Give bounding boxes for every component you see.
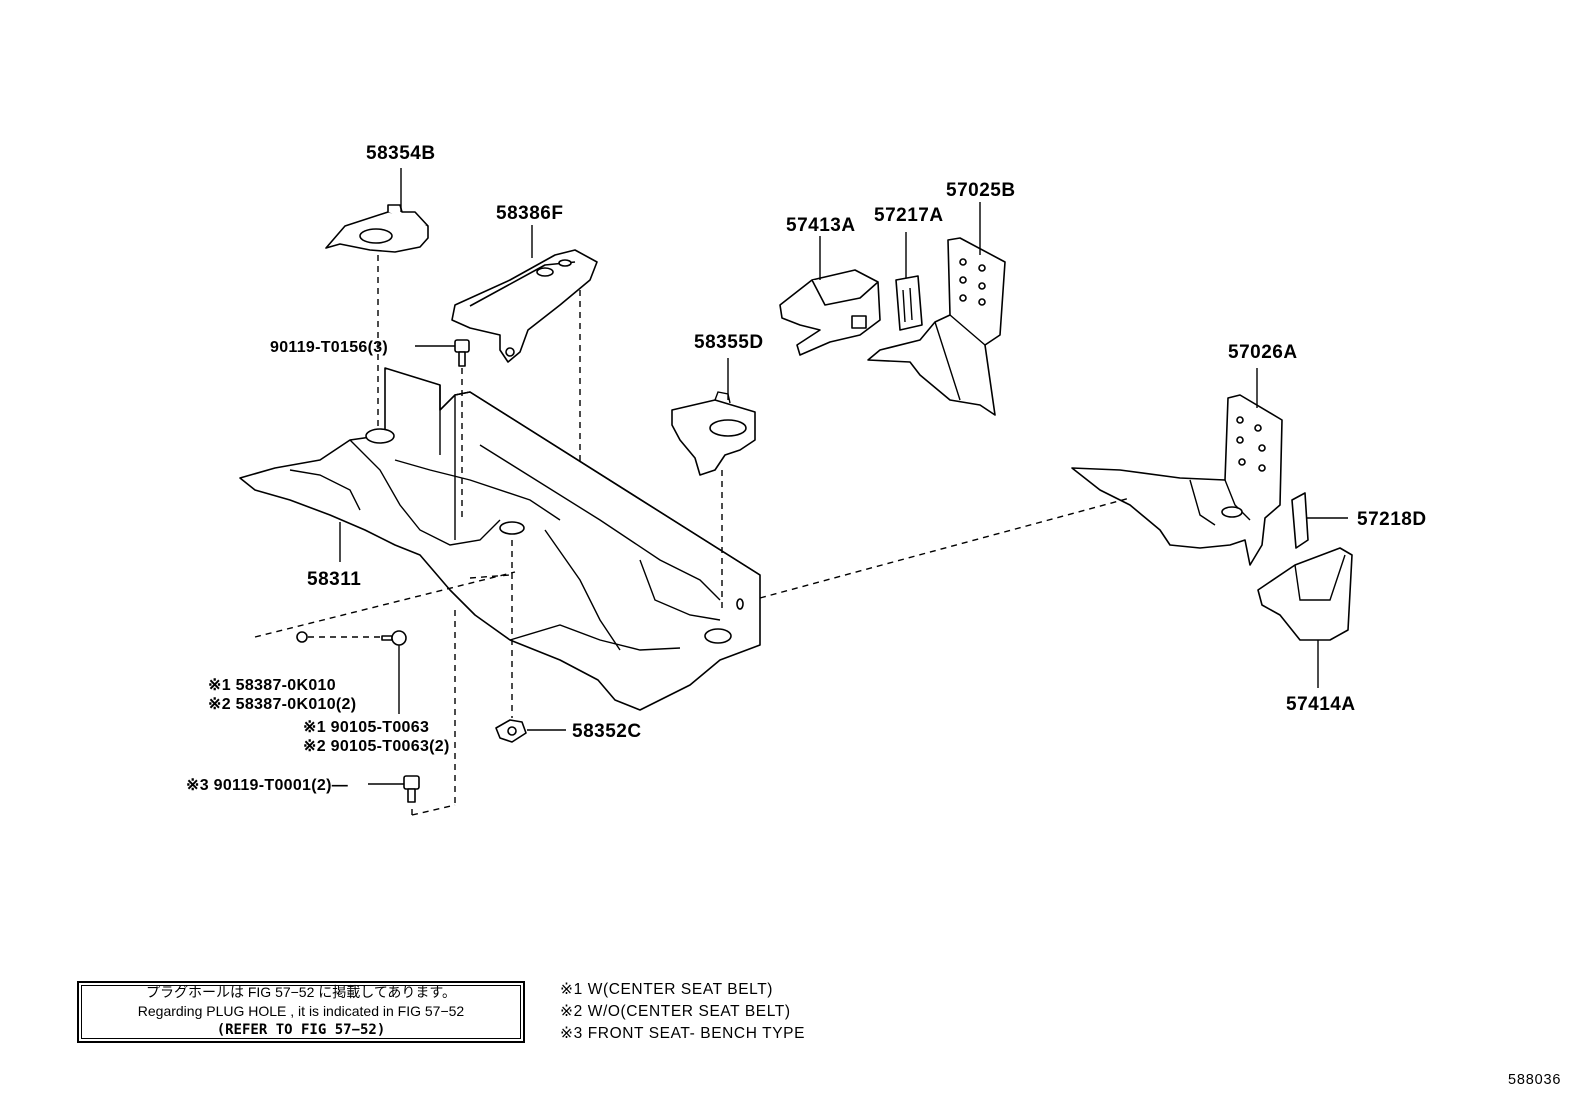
part-58355D-bracket[interactable] — [671, 391, 756, 476]
label-58311: 58311 — [307, 569, 361, 590]
label-58386F: 58386F — [496, 203, 563, 224]
label-90105-T0063-1: ※1 90105-T0063 — [303, 719, 429, 736]
part-57217A-plate[interactable] — [895, 275, 923, 331]
dashed-connectors — [254, 255, 1131, 816]
part-57218D-plate[interactable] — [1291, 492, 1309, 549]
note-line-english: Regarding PLUG HOLE , it is indicated in… — [137, 1003, 465, 1019]
label-90119-T0001: ※3 90119-T0001(2)— — [186, 777, 348, 794]
label-58352C: 58352C — [572, 721, 642, 742]
part-57414A-bracket[interactable] — [1257, 547, 1353, 641]
label-57025B: 57025B — [946, 180, 1016, 201]
plug-hole-note: プラグホールは FIG 57−52 に掲載してあります。 Regarding P… — [77, 981, 525, 1043]
part-57025B-bracket[interactable] — [867, 237, 1006, 416]
label-57026A: 57026A — [1228, 342, 1298, 363]
label-57414A: 57414A — [1286, 694, 1356, 715]
legend-item-1: ※1 W(CENTER SEAT BELT) — [560, 981, 774, 998]
label-58387-0K010-2: ※2 58387-0K010(2) — [208, 696, 356, 713]
bolt-90119-T0001-icon[interactable] — [403, 775, 420, 803]
screw-90105-T0063-icon[interactable] — [381, 630, 407, 646]
legend-item-2: ※2 W/O(CENTER SEAT BELT) — [560, 1003, 791, 1020]
footnote-legend: ※1 W(CENTER SEAT BELT) ※2 W/O(CENTER SEA… — [560, 979, 805, 1045]
part-58352C-plug[interactable] — [495, 719, 527, 743]
leader-lines — [339, 168, 1348, 785]
label-57217A: 57217A — [874, 205, 944, 226]
label-90119-T0156: 90119-T0156(3) — [270, 339, 388, 356]
bolt-90119-T0156-icon[interactable] — [454, 339, 470, 367]
part-58386F-bracket[interactable] — [451, 249, 598, 363]
legend-item-3: ※3 FRONT SEAT- BENCH TYPE — [560, 1025, 806, 1042]
part-58311-floor-pan[interactable] — [239, 367, 761, 711]
part-58354B-bracket[interactable] — [325, 204, 429, 253]
label-58355D: 58355D — [694, 332, 764, 353]
note-refer-link[interactable]: (REFER TO FIG 57−52) — [216, 1022, 386, 1038]
label-58354B: 58354B — [366, 143, 436, 164]
nut-58387-0K010-icon[interactable] — [296, 631, 308, 643]
part-57413A-bracket[interactable] — [779, 269, 881, 356]
part-57026A-bracket[interactable] — [1071, 394, 1283, 566]
label-90105-T0063-2: ※2 90105-T0063(2) — [303, 738, 450, 755]
label-57218D: 57218D — [1357, 509, 1427, 530]
note-line-japanese: プラグホールは FIG 57−52 に掲載してあります。 — [145, 984, 457, 1000]
label-58387-0K010-1: ※1 58387-0K010 — [208, 677, 336, 694]
figure-number: 588036 — [1508, 1072, 1562, 1088]
label-57413A: 57413A — [786, 215, 856, 236]
